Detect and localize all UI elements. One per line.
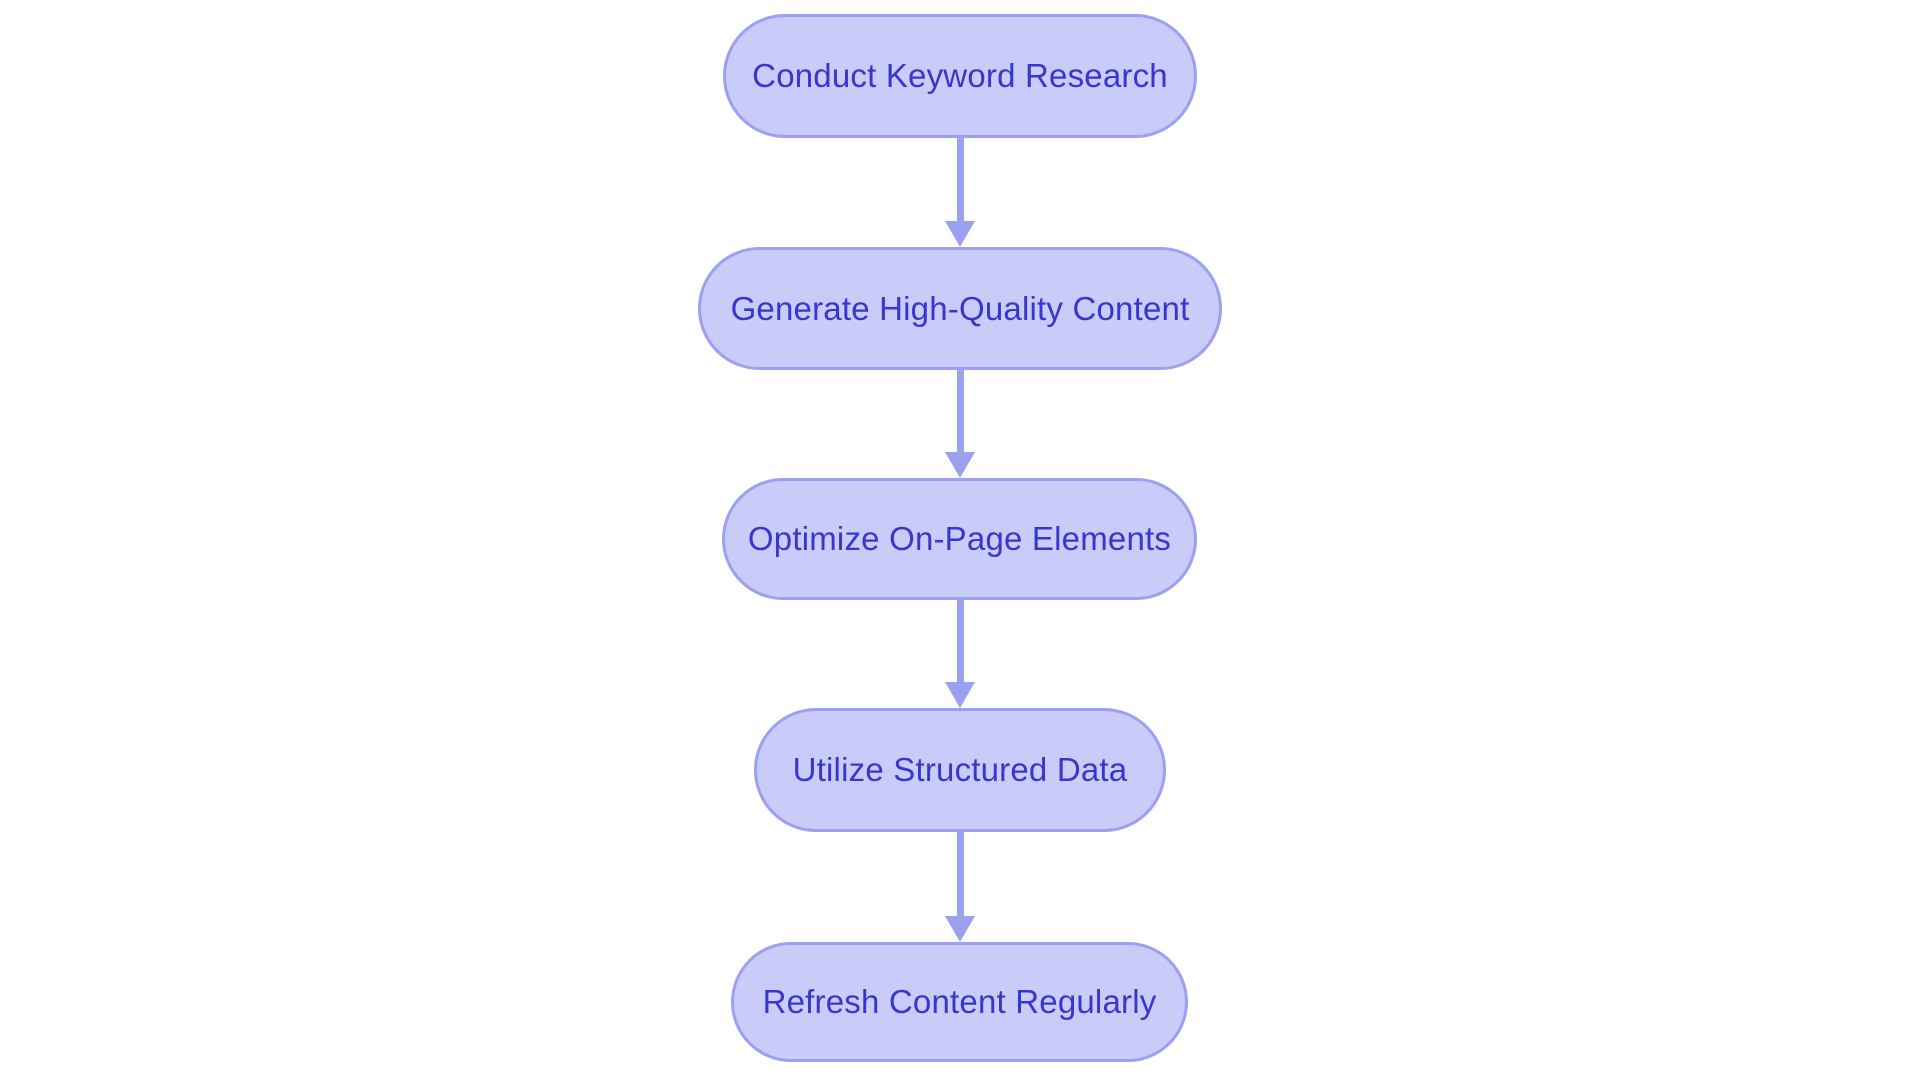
arrow-line bbox=[956, 600, 964, 682]
flowchart-node-utilize-structured-data: Utilize Structured Data bbox=[754, 708, 1166, 832]
flow-connector-4 bbox=[945, 832, 975, 942]
flowchart-node-refresh-content-regularly: Refresh Content Regularly bbox=[731, 942, 1188, 1062]
flow-connector-3 bbox=[945, 600, 975, 708]
arrowhead-down-icon bbox=[945, 452, 975, 478]
flow-connector-2 bbox=[945, 370, 975, 478]
arrowhead-down-icon bbox=[945, 221, 975, 247]
flowchart-node-conduct-keyword-research: Conduct Keyword Research bbox=[723, 14, 1197, 138]
arrow-line bbox=[956, 370, 964, 452]
arrow-line bbox=[956, 138, 964, 221]
flow-connector-1 bbox=[945, 138, 975, 247]
arrowhead-down-icon bbox=[945, 682, 975, 708]
arrow-line bbox=[956, 832, 964, 916]
flowchart-node-optimize-on-page-elements: Optimize On-Page Elements bbox=[722, 478, 1197, 600]
flowchart-node-generate-high-quality-content: Generate High-Quality Content bbox=[698, 247, 1222, 370]
arrowhead-down-icon bbox=[945, 916, 975, 942]
